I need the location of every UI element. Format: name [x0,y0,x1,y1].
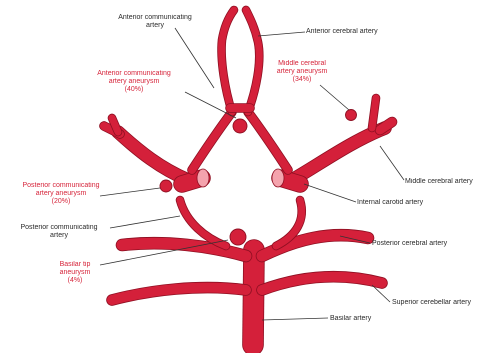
label-acom-aneurysm: Anterior communicating artery aneurysm (… [78,70,190,94]
middle-cerebral-artery-right-branch2 [372,98,376,128]
acom-aneurysm [233,119,247,133]
leader-mca-aneurysm [320,85,349,110]
middle-cerebral-artery-left [118,132,188,180]
label-pcom-aneurysm: Posterior communicating artery aneurysm … [2,182,120,206]
basilar-artery [253,250,254,345]
internal-carotid-artery-left-lumen [197,169,209,187]
leader-basilar-artery [262,318,328,320]
label-mca-aneurysm: Middle cerebral artery aneurysm (34%) [262,60,342,84]
label-posterior-communicating-artery: Posterior communicating artery [4,224,114,240]
mca-aneurysm [346,110,357,121]
label-middle-cerebral-artery: Middle cerebral artery [405,178,500,186]
anterior-cerebral-artery-left-proximal [192,112,232,170]
label-basilar-tip-aneurysm: Basilar tip aneurysm (4%) [40,261,110,285]
leader-posterior-communicating-artery [110,216,180,228]
label-internal-carotid-artery: Internal carotid artery [357,199,467,207]
label-anterior-cerebral-artery: Anterior cerebral artery [306,28,426,36]
leader-anterior-cerebral-artery [258,32,305,36]
middle-cerebral-artery-right [292,128,385,180]
leader-internal-carotid-artery [304,184,356,202]
internal-carotid-artery-right-lumen [272,169,284,187]
anterior-cerebral-artery-right-proximal [248,112,288,170]
leader-middle-cerebral-artery [380,146,404,180]
basilar-tip-aneurysm [230,229,246,245]
label-posterior-cerebral-artery: Posterior cerebral artery [372,240,492,248]
label-superior-cerebellar-artery: Superior cerebellar artery [392,299,502,307]
label-anterior-communicating-artery: Anterior communicating artery [100,14,210,30]
label-basilar-artery: Basilar artery [330,315,400,323]
artery-shapes [104,10,392,345]
pcom-aneurysm [160,180,172,192]
